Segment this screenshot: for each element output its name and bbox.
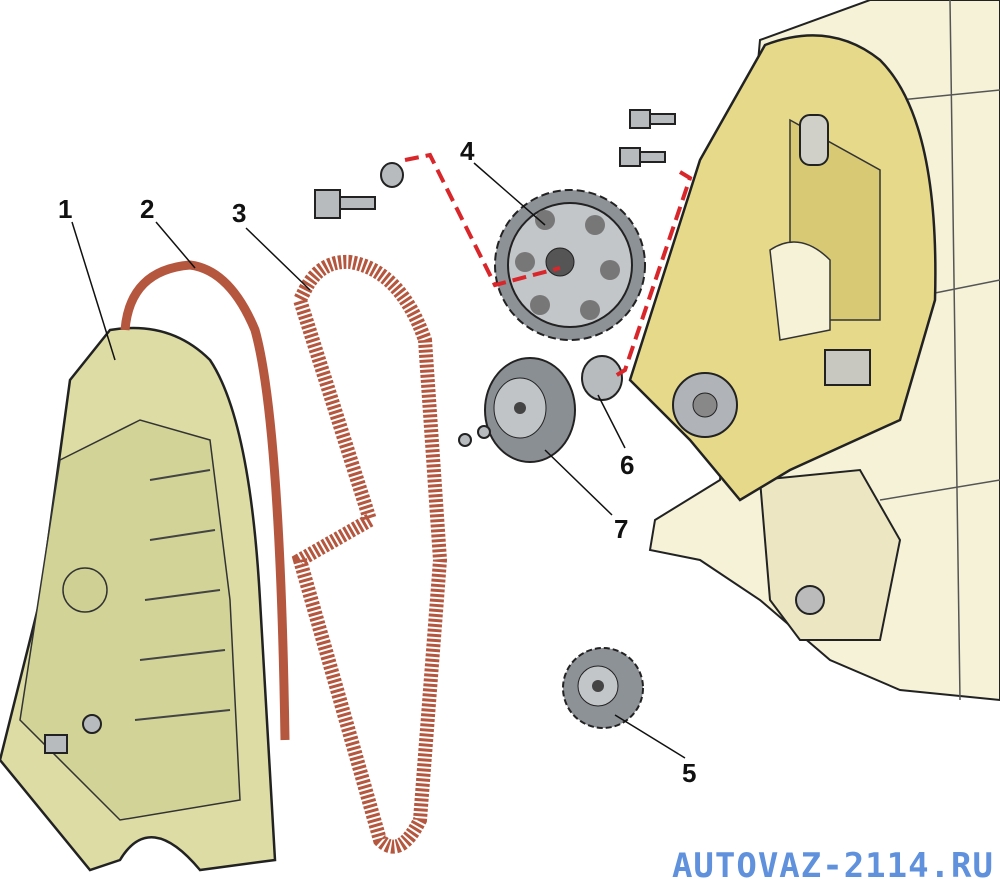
assembly-line-b (610, 170, 693, 380)
timing-belt-3 (291, 254, 448, 854)
belt-seal-2 (120, 260, 290, 741)
leader-lines (71, 162, 686, 759)
watermark: AUTOVAZ-2114.RU (671, 846, 994, 886)
label-6: 6 (620, 450, 634, 480)
label-4: 4 (460, 136, 475, 166)
rear-timing-cover (628, 34, 937, 502)
bolts (44, 109, 676, 754)
label-2: 2 (140, 194, 154, 224)
camshaft-pulley-4 (494, 189, 646, 341)
assembly-line-a (404, 152, 561, 288)
label-1: 1 (58, 194, 72, 224)
spacer-6 (581, 355, 623, 401)
label-3: 3 (232, 198, 246, 228)
tensioner-roller-7 (484, 357, 576, 463)
label-7: 7 (614, 514, 628, 544)
crankshaft-gear-5 (562, 647, 644, 729)
label-5: 5 (682, 758, 696, 788)
